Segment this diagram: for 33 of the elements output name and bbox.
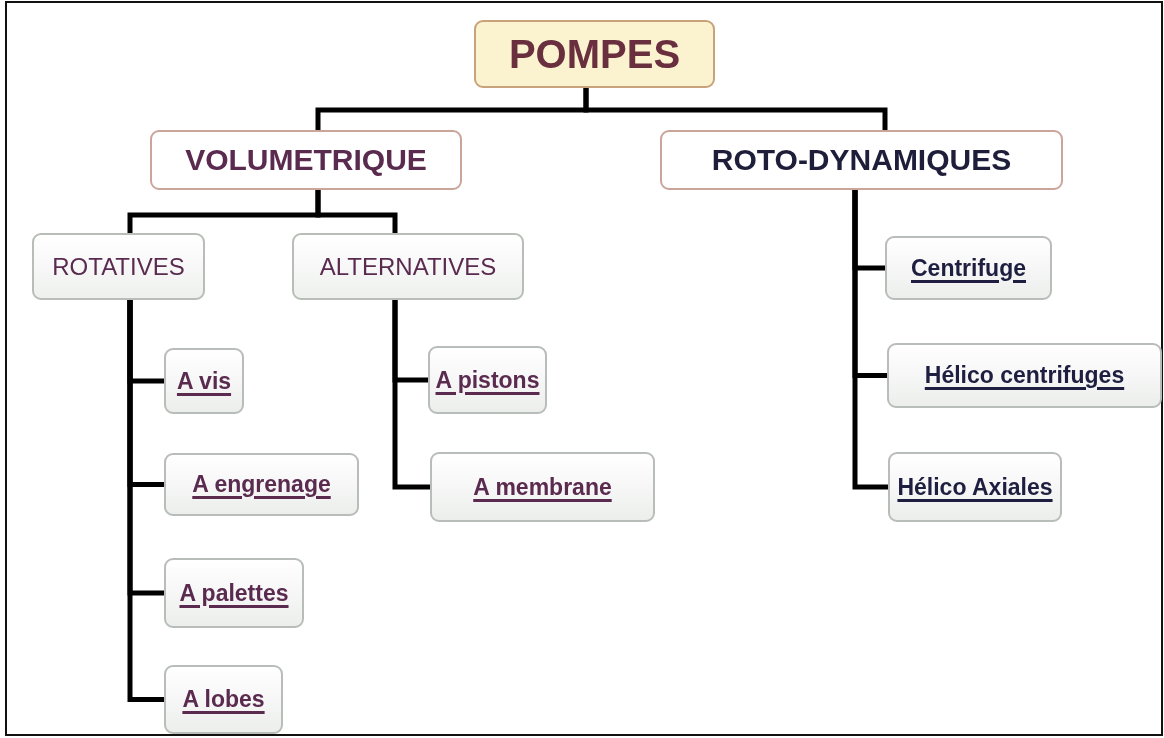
leaf-box [885,236,1052,300]
node-label: VOLUMETRIQUE [185,143,427,177]
node-label: ROTATIVES [52,252,185,281]
leaf-box [164,558,304,628]
node-label: Centrifuge [911,254,1026,282]
leaf-box [164,665,283,734]
node-label: A engrenage [192,471,331,498]
leaf-box [164,453,359,516]
category-box [150,130,462,190]
connector-line [392,300,430,490]
connector-line [583,88,888,130]
node-label: ALTERNATIVES [319,252,497,281]
node-label: A membrane [473,473,612,501]
node-label: Hélico Axiales [897,473,1053,501]
node-label: A pistons [435,366,540,394]
node-label: Hélico centrifuges [924,362,1125,389]
connector-line [852,190,888,490]
leaf-box [887,343,1162,408]
subcategory-box [292,233,524,300]
node-label: A lobes [182,686,265,713]
leaf-box [888,452,1062,522]
node-label: A vis [176,367,232,395]
category-box [660,130,1063,190]
node-label: POMPES [508,31,681,77]
leaf-box [428,346,547,414]
subcategory-box [32,233,205,300]
leaf-box [164,348,244,414]
root-box [474,20,715,88]
connector-line [315,190,398,233]
connector-line [127,300,164,702]
leaf-box [430,452,655,522]
node-label: A palettes [179,579,289,607]
node-label: ROTO-DYNAMIQUES [711,143,1012,177]
